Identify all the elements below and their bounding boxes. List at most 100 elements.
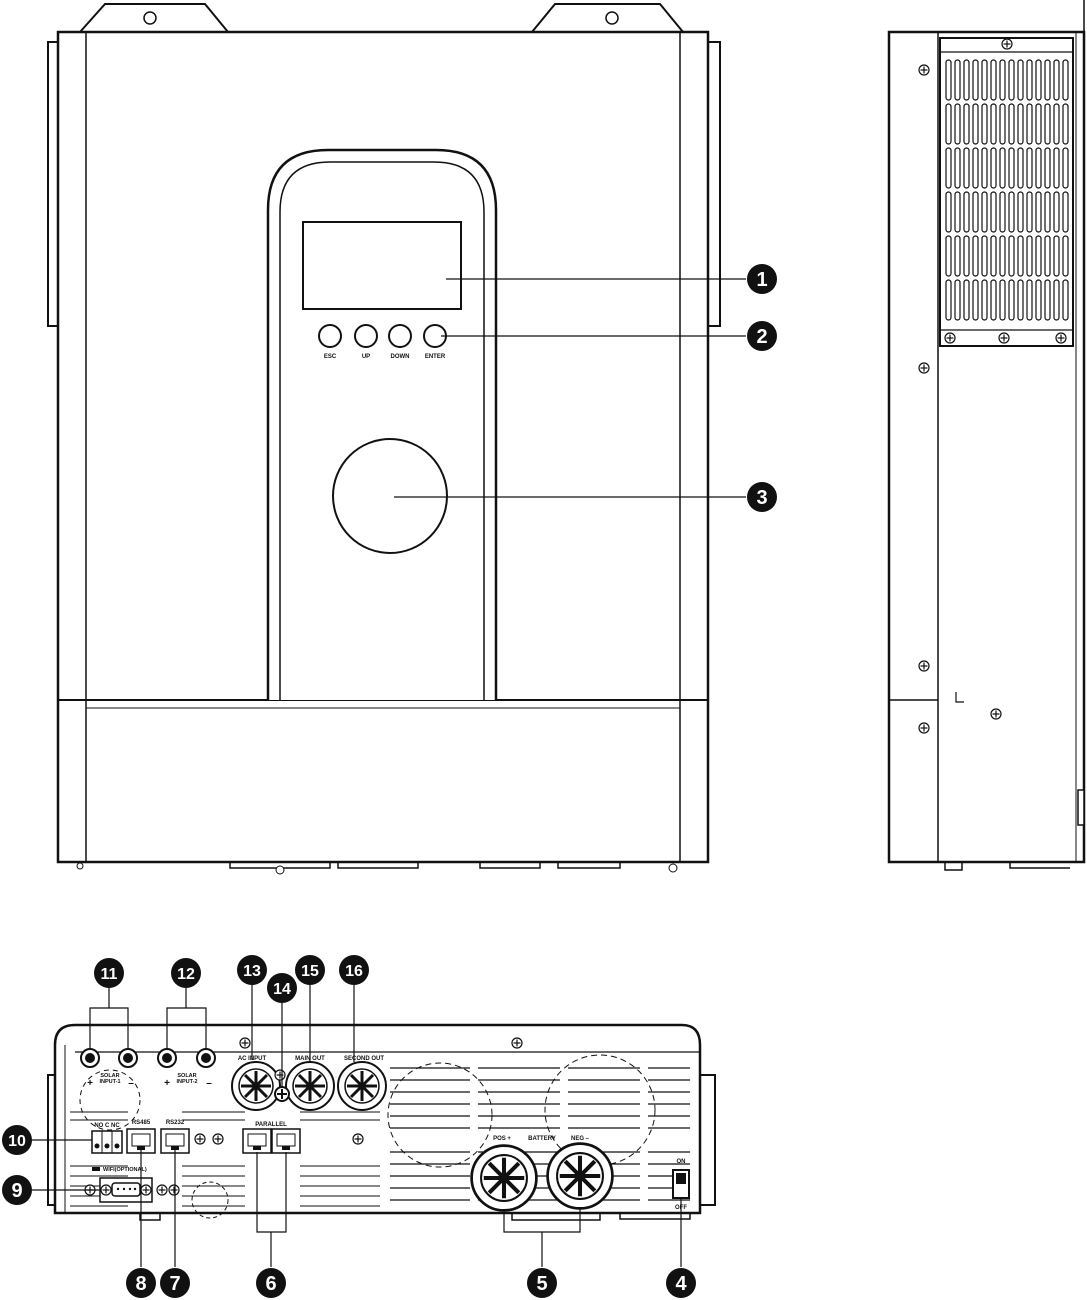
solar-input-1-label-2: INPUT-1 <box>99 1079 120 1085</box>
svg-text:1: 1 <box>756 269 767 291</box>
vent-slot <box>972 235 979 277</box>
callout-13: 13 <box>237 955 267 985</box>
callout-4: 4 <box>666 1268 696 1298</box>
enter-label: ENTER <box>425 354 446 360</box>
vent-slot <box>972 59 979 101</box>
vent-slot <box>954 103 961 145</box>
pv2-minus-sign: – <box>206 1078 212 1089</box>
callout-5: 5 <box>527 1268 557 1298</box>
vent-slot <box>954 235 961 277</box>
vent-slot <box>945 103 952 145</box>
vent-slot <box>999 147 1006 189</box>
callout-1: 1 <box>747 264 777 294</box>
neg-label: NEG – <box>571 1136 590 1142</box>
vent-slot <box>1017 191 1024 233</box>
vent-slot <box>1044 279 1051 321</box>
battery-label: BATTERY <box>528 1136 556 1142</box>
rs232-label: RS232 <box>166 1120 185 1126</box>
battery-positive-terminal <box>472 1146 537 1211</box>
vent-slot <box>981 279 988 321</box>
vent-slot <box>1053 235 1060 277</box>
down-label: DOWN <box>391 354 410 360</box>
vent-slot <box>972 191 979 233</box>
vent-slot <box>990 279 997 321</box>
vent-slot <box>945 191 952 233</box>
up-button[interactable] <box>354 324 378 348</box>
vent-slot <box>945 279 952 321</box>
vent-slot <box>1062 103 1069 145</box>
side-vent-panel <box>939 37 1074 347</box>
vent-slot <box>1026 235 1033 277</box>
svg-text:6: 6 <box>265 1273 276 1295</box>
pv1-minus-sign: – <box>128 1078 134 1089</box>
parallel-label: PARALLEL <box>255 1122 287 1128</box>
esc-button[interactable] <box>318 324 342 348</box>
vent-slot <box>1035 279 1042 321</box>
vent-slot <box>1026 147 1033 189</box>
vent-slot <box>1062 59 1069 101</box>
svg-text:8: 8 <box>135 1273 146 1295</box>
vent-slot <box>1044 235 1051 277</box>
vent-slot <box>954 147 961 189</box>
down-button[interactable] <box>388 324 412 348</box>
vent-slot <box>963 279 970 321</box>
rs485-label: RS485 <box>132 1120 151 1126</box>
lcd-display <box>302 221 462 310</box>
vent-slot <box>990 103 997 145</box>
vent-slot <box>999 235 1006 277</box>
callout-11: 11 <box>94 958 124 988</box>
ac-input-terminal <box>230 1060 282 1112</box>
vent-slot <box>963 235 970 277</box>
vent-slot <box>1035 191 1042 233</box>
vent-slot <box>1053 191 1060 233</box>
vent-slot <box>1062 191 1069 233</box>
pv2-positive-terminal <box>157 1048 177 1068</box>
vent-slot <box>972 279 979 321</box>
svg-text:5: 5 <box>536 1273 547 1295</box>
callout-8: 8 <box>126 1268 156 1298</box>
svg-text:12: 12 <box>177 966 195 983</box>
svg-text:4: 4 <box>675 1273 687 1295</box>
rs232-port <box>160 1128 190 1154</box>
svg-text:13: 13 <box>243 963 261 980</box>
vent-slot <box>981 191 988 233</box>
vent-slot <box>1044 59 1051 101</box>
vent-slot <box>990 59 997 101</box>
vent-slot <box>954 191 961 233</box>
vent-slot <box>954 279 961 321</box>
vent-slot <box>972 147 979 189</box>
callout-12: 12 <box>171 958 201 988</box>
pv2-plus-sign: + <box>164 1078 170 1089</box>
vent-slot <box>1053 103 1060 145</box>
side-handle-right <box>707 41 721 327</box>
vent-slot <box>1035 235 1042 277</box>
vent-slot <box>1026 59 1033 101</box>
callout-2: 2 <box>747 321 777 351</box>
vent-slot <box>1062 235 1069 277</box>
callout-3: 3 <box>747 482 777 512</box>
battery-negative-terminal <box>548 1144 613 1209</box>
vent-slot <box>1035 59 1042 101</box>
vent-slot <box>945 235 952 277</box>
wifi-label: WIFI(OPTIONAL) <box>103 1167 147 1173</box>
svg-text:7: 7 <box>169 1273 180 1295</box>
vent-slot <box>1026 103 1033 145</box>
pv1-negative-terminal <box>118 1048 138 1068</box>
svg-text:10: 10 <box>8 1133 26 1150</box>
up-label: UP <box>362 354 370 360</box>
vent-slot <box>963 59 970 101</box>
second-out-terminal <box>336 1060 388 1112</box>
side-view <box>887 0 1086 871</box>
vent-slot <box>1017 279 1024 321</box>
vent-slot <box>1053 147 1060 189</box>
pv1-positive-terminal <box>80 1048 100 1068</box>
vent-slot <box>990 235 997 277</box>
callout-7: 7 <box>160 1268 190 1298</box>
pos-label: POS + <box>493 1136 511 1142</box>
solar-input-2-label-2: INPUT-2 <box>176 1079 197 1085</box>
vent-slot <box>1062 279 1069 321</box>
vent-slot <box>1044 191 1051 233</box>
vent-slot <box>963 147 970 189</box>
vent-slot <box>990 147 997 189</box>
